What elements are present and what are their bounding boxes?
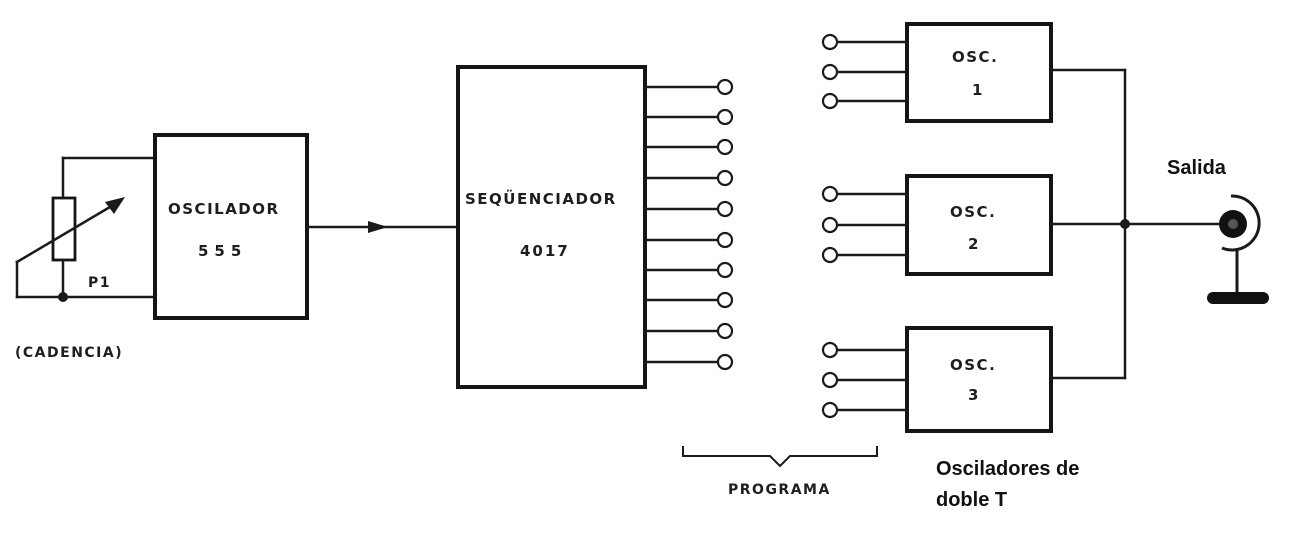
osc-1-number: 1 bbox=[972, 81, 984, 99]
oscillator-label: OSCILADOR bbox=[168, 200, 280, 218]
output-label: Salida bbox=[1167, 157, 1227, 179]
program-terminal[interactable] bbox=[716, 353, 734, 371]
clock-signal-arrow bbox=[305, 221, 460, 233]
program-terminal[interactable] bbox=[716, 261, 734, 279]
osc-input-terminal[interactable] bbox=[821, 371, 839, 389]
program-terminal[interactable] bbox=[716, 322, 734, 340]
junction-dot bbox=[58, 292, 68, 302]
osc-2-block: OSC. 2 bbox=[821, 174, 1053, 276]
osc-input-terminal[interactable] bbox=[821, 216, 839, 234]
program-terminal[interactable] bbox=[716, 169, 734, 187]
osc-3-number: 3 bbox=[968, 386, 980, 404]
program-terminal[interactable] bbox=[716, 231, 734, 249]
program-terminal[interactable] bbox=[716, 200, 734, 218]
output-bus bbox=[1049, 68, 1224, 380]
osc-input-terminal[interactable] bbox=[821, 33, 839, 51]
osc-3-block: OSC. 3 bbox=[821, 326, 1053, 433]
sequencer-label: SEQÜENCIADOR bbox=[465, 189, 617, 208]
potentiometer-p1 bbox=[15, 156, 157, 302]
output-jack-icon[interactable] bbox=[1207, 194, 1269, 304]
sequencer-4017-block: SEQÜENCIADOR 4017 bbox=[456, 65, 647, 389]
osc-1-block: OSC. 1 bbox=[821, 22, 1053, 123]
oscillator-number: 555 bbox=[198, 242, 247, 260]
cadence-label: (CADENCIA) bbox=[15, 345, 123, 361]
osc-input-terminal[interactable] bbox=[821, 63, 839, 81]
sequencer-number: 4017 bbox=[520, 242, 570, 260]
sequencer-outputs bbox=[643, 78, 734, 371]
osc-3-label: OSC. bbox=[950, 356, 996, 374]
osc-2-label: OSC. bbox=[950, 203, 996, 221]
osc-1-label: OSC. bbox=[952, 48, 998, 66]
program-label: PROGRAMA bbox=[728, 482, 831, 498]
twin-t-label-line2: doble T bbox=[936, 489, 1007, 511]
program-terminal[interactable] bbox=[716, 291, 734, 309]
program-terminal[interactable] bbox=[716, 108, 734, 126]
program-terminal[interactable] bbox=[716, 78, 734, 96]
program-terminal[interactable] bbox=[716, 138, 734, 156]
program-bracket bbox=[682, 446, 878, 468]
osc-input-terminal[interactable] bbox=[821, 92, 839, 110]
osc-input-terminal[interactable] bbox=[821, 185, 839, 203]
osc-2-number: 2 bbox=[968, 235, 980, 253]
twin-t-label-line1: Osciladores de bbox=[936, 458, 1079, 480]
osc-input-terminal[interactable] bbox=[821, 401, 839, 419]
osc-input-terminal[interactable] bbox=[821, 341, 839, 359]
osc-input-terminal[interactable] bbox=[821, 246, 839, 264]
oscillator-555-block: OSCILADOR 555 bbox=[153, 133, 309, 320]
p1-label: P1 bbox=[88, 275, 111, 291]
